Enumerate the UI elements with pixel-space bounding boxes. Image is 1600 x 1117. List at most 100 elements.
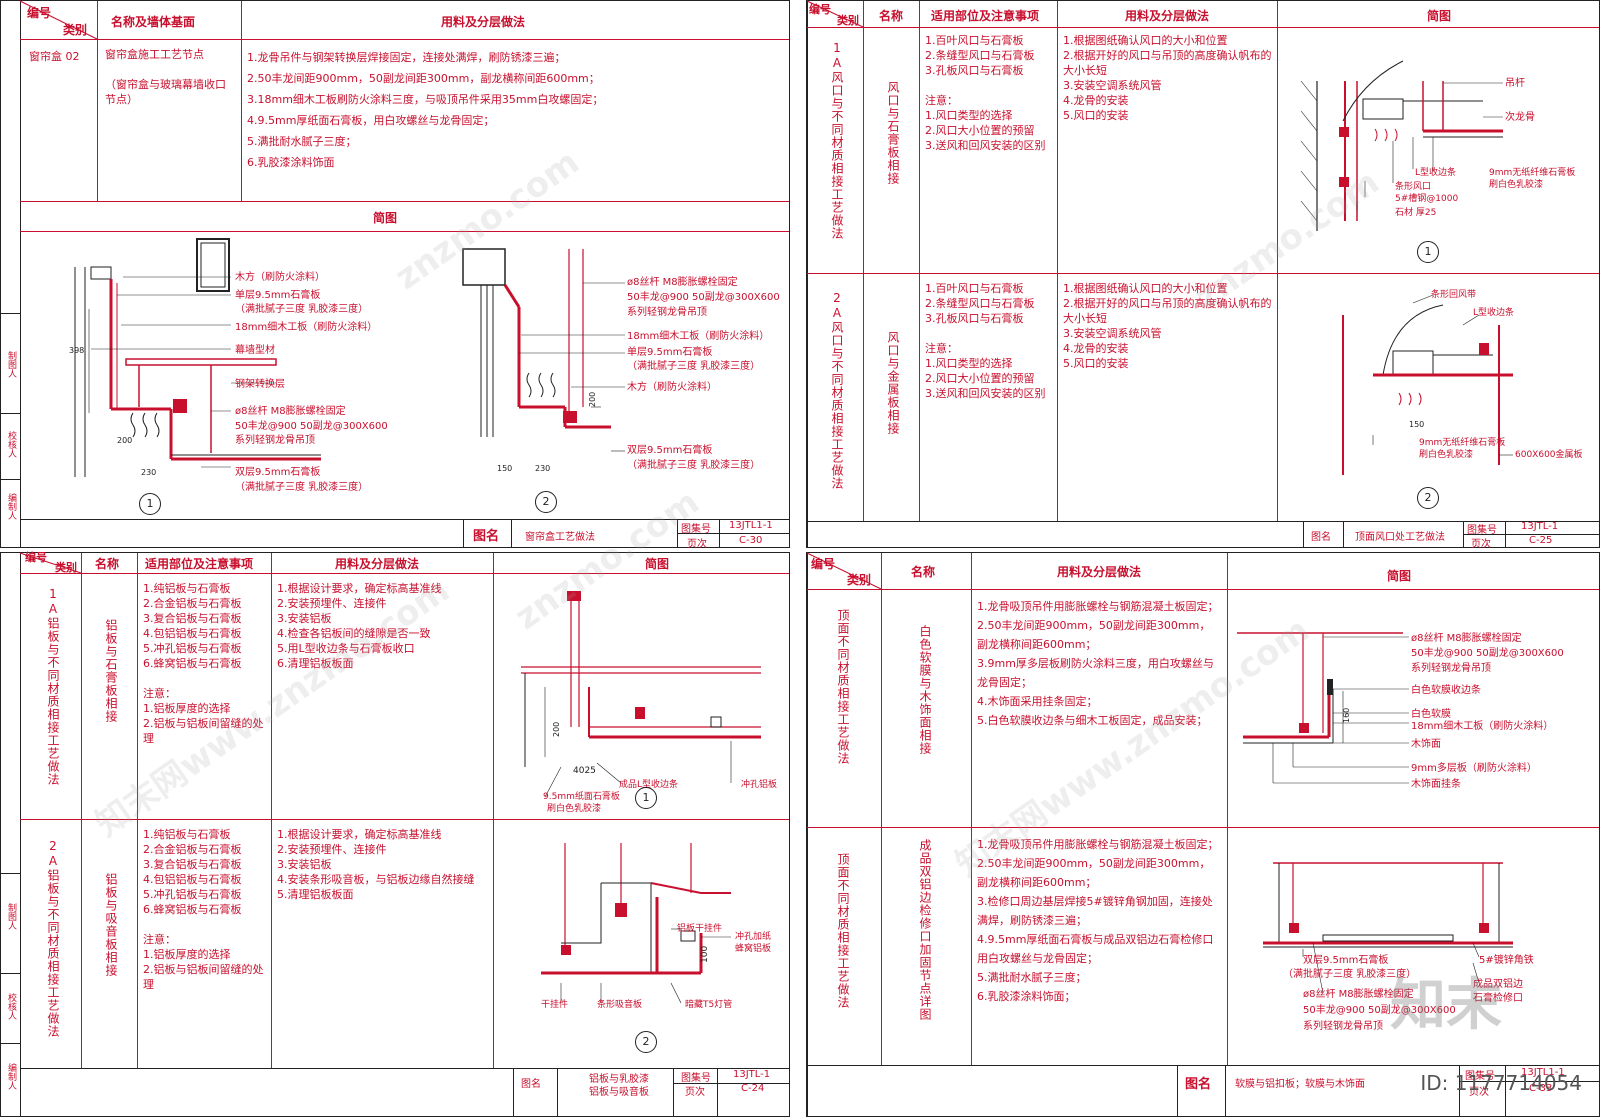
watermark-id: ID: 1177714054	[1420, 1071, 1582, 1095]
r2-label-4: 刷白色乳胶漆	[1419, 448, 1473, 460]
header-diagram: 简图	[1427, 9, 1452, 23]
d2-dim-200: 200	[588, 392, 597, 407]
row2-scope: 1.百叶风口与石膏板 2.条缝型风口与石膏板 3.孔板风口与石膏板 注意： 1.…	[925, 282, 1046, 400]
sheet-soft-film: 编号 类别 名称 用料及分层做法 简图 顶面不同材质相接工艺做法 白色软膜与木饰…	[806, 552, 1600, 1117]
footer-page: C-33	[1529, 1083, 1553, 1094]
row2-method: 1.根据图纸确认风口的大小和位置 2.根据开好的风口与吊顶的高度确认帆布的大小长…	[1063, 282, 1272, 370]
sheet-air-vent: 编号 类别 名称 适用部位及注意事项 用料及分层做法 简图 1A风口与不同材质相…	[806, 0, 1600, 550]
sf2-label-6: 成品双铝边	[1473, 978, 1523, 990]
al2-label-6: 暗藏T5灯管	[685, 998, 732, 1010]
sf1-label-8: 木饰面挂条	[1411, 777, 1461, 790]
al2-label-0: 铝板干挂件	[677, 922, 722, 934]
footer-page: C-24	[741, 1083, 765, 1094]
d1-label-10: （满批腻子三度 乳胶漆三度）	[235, 480, 368, 493]
header-method: 用料及分层做法	[1057, 565, 1142, 579]
sf1-label-7: 9mm多层板（刷防火涂料）	[1411, 761, 1537, 774]
row2-name: 风口与金属板相接	[886, 331, 900, 435]
row2-id: 顶面不同材质相接工艺做法	[836, 853, 850, 1009]
al2-label-5: 条形吸音板	[597, 998, 642, 1010]
al1-label-2: 成品L型收边条	[619, 778, 678, 790]
d2-label-3: 18mm细木工板（刷防火涂料）	[627, 329, 769, 342]
d1-label-5: 钢架转换层	[235, 377, 285, 390]
row1-id: 1A风口与不同材质相接工艺做法	[830, 41, 844, 240]
sf2-label-4: 50丰龙@900 50副龙@300X600	[1303, 1003, 1456, 1016]
d2-label-1: 50丰龙@900 50副龙@300X600	[627, 290, 780, 303]
header-category: 类别	[63, 23, 88, 37]
row2-id: 2A风口与不同材质相接工艺做法	[830, 291, 844, 490]
diagram-number-2: 2	[535, 491, 557, 513]
row1-method: 1.龙骨吸顶吊件用膨胀螺栓与钢筋混凝土板固定； 2.50丰龙间距900mm，50…	[977, 600, 1219, 727]
row1-name: 风口与石膏板相接	[886, 81, 900, 185]
al1-label-1: 4025	[573, 766, 596, 776]
sf1-label-4: 白色软膜	[1411, 707, 1451, 720]
curtain-box-diagram-2: 200 150 230 ø8丝杆 M8膨胀螺栓固定 50丰龙@900 50副龙@…	[462, 248, 780, 473]
header-diagonal	[19, 552, 82, 574]
header-name: 名称	[95, 557, 120, 571]
header-category: 类别	[837, 14, 859, 27]
al1-label-3: 9.5mm纸面石膏板	[543, 790, 620, 802]
item-method: 1.龙骨吊件与钢架转换层焊接固定，连接处满焊，刷防锈漆三遍； 2.50丰龙间距9…	[247, 51, 604, 169]
row1-name: 白色软膜与木饰面相接	[918, 625, 932, 755]
row2-name: 成品双铝边检修口加固节点详图	[918, 839, 932, 1021]
header-id: 编号	[811, 557, 836, 571]
air-vent-diagram-2: 条形回风带 L型收边条 150 9mm无纸纤维石膏板 刷白色乳胶漆 600X60…	[1342, 288, 1583, 475]
header-method: 用料及分层做法	[441, 15, 526, 29]
al1-label-4: 刷白色乳胶漆	[547, 802, 601, 814]
sf1-label-5: 18mm细木工板（刷防火涂料）	[1411, 719, 1553, 732]
row1-scope: 1.纯铝板与石膏板 2.合金铝板与石膏板 3.复合铝板与石膏板 4.包铝铝板与石…	[143, 582, 264, 745]
r1-label-5: 条形风口	[1395, 180, 1431, 192]
header-category: 类别	[55, 561, 77, 574]
footer-atlas-label: 图集号	[681, 524, 711, 535]
sf1-label-0: ø8丝杆 M8膨胀螺栓固定	[1411, 631, 1522, 644]
al2-label-2: 蜂窝铝板	[735, 942, 771, 954]
header-method: 用料及分层做法	[335, 557, 420, 571]
r1-label-0: 吊杆	[1505, 77, 1525, 89]
side-label-make: 编制人	[6, 1063, 16, 1090]
r1-label-2: L型收边条	[1415, 166, 1456, 178]
soft-film-diagram-1: 160 ø8丝杆 M8膨胀螺栓固定 50丰龙@900 50副龙@300X600 …	[1237, 631, 1564, 790]
header-diagram: 简图	[1387, 569, 1412, 583]
row1-method: 1.根据设计要求，确定标高基准线 2.安装预埋件、连接件 3.安装铝板 4.检查…	[277, 582, 442, 670]
sf1-label-9: 160	[1342, 708, 1351, 723]
side-label-make: 编制人	[6, 493, 16, 520]
d1-label-3: 18mm细木工板（刷防火涂料）	[235, 320, 377, 333]
header-diagonal	[806, 552, 882, 590]
header-diagonal	[806, 0, 864, 28]
header-scope: 适用部位及注意事项	[145, 557, 254, 571]
r1-label-1: 次龙骨	[1505, 110, 1535, 123]
al2-label-3: 100	[700, 946, 710, 963]
footer-title: 窗帘盒工艺做法	[525, 532, 595, 543]
r2-label-5: 600X600金属板	[1515, 448, 1583, 460]
r1-label-7: 石材 厚25	[1395, 206, 1436, 218]
footer-tuming: 图名	[473, 529, 500, 544]
air-vent-diagram-1: 吊杆 次龙骨 L型收边条 9mm无纸纤维石膏板 刷白色乳胶漆 条形风口 5#槽钢…	[1300, 60, 1575, 231]
footer-atlas: 13JTL1-1	[729, 520, 773, 531]
r1-label-3: 9mm无纸纤维石膏板	[1489, 166, 1575, 178]
footer-title-1: 铝板与乳胶漆	[589, 1074, 649, 1085]
diagram-number-2: 2	[1417, 487, 1439, 509]
footer-page: C-25	[1529, 535, 1553, 546]
footer-title: 软膜与铝扣板；软膜与木饰面	[1235, 1079, 1365, 1090]
footer-tuming: 图名	[521, 1079, 541, 1090]
footer-title-2: 铝板与吸音板	[589, 1087, 649, 1098]
diagram-header: 简图	[373, 211, 398, 225]
d1-label-2: （满批腻子三度 乳胶漆三度）	[235, 302, 368, 315]
sheet-aluminum-panel: 制图人 校核人 编制人 编号 类别 名称 适用部位及注意事项 用料及分层做法 简…	[0, 551, 790, 1117]
dim-200: 200	[117, 436, 132, 445]
footer-page: C-30	[739, 535, 763, 546]
d1-label-1: 单层9.5mm石膏板	[235, 288, 320, 301]
diagram-number-1: 1	[1417, 241, 1439, 263]
r2-label-0: 条形回风带	[1431, 288, 1476, 300]
footer-tuming: 图名	[1185, 1077, 1212, 1092]
r2-label-3: 9mm无纸纤维石膏板	[1419, 436, 1505, 448]
al1-label-5: 冲孔铝板	[741, 778, 777, 790]
header-diagram: 简图	[645, 557, 670, 571]
header-id: 编号	[25, 551, 47, 564]
sf1-label-2: 系列轻钢龙骨吊顶	[1411, 661, 1491, 674]
side-label-draw: 制图人	[6, 351, 16, 378]
row1-id: 1A铝板与不同材质相接工艺做法	[46, 587, 60, 786]
r1-label-6: 5#槽钢@1000	[1395, 192, 1458, 204]
sheet-curtain-box: 制图人 校核人 编制人 编号 类别 名称及墙体基面 用料及分层做法 窗帘盒 02…	[0, 0, 790, 550]
sf2-label-3: ø8丝杆 M8膨胀螺栓固定	[1303, 987, 1414, 1000]
d2-dim-150: 150	[497, 464, 512, 473]
